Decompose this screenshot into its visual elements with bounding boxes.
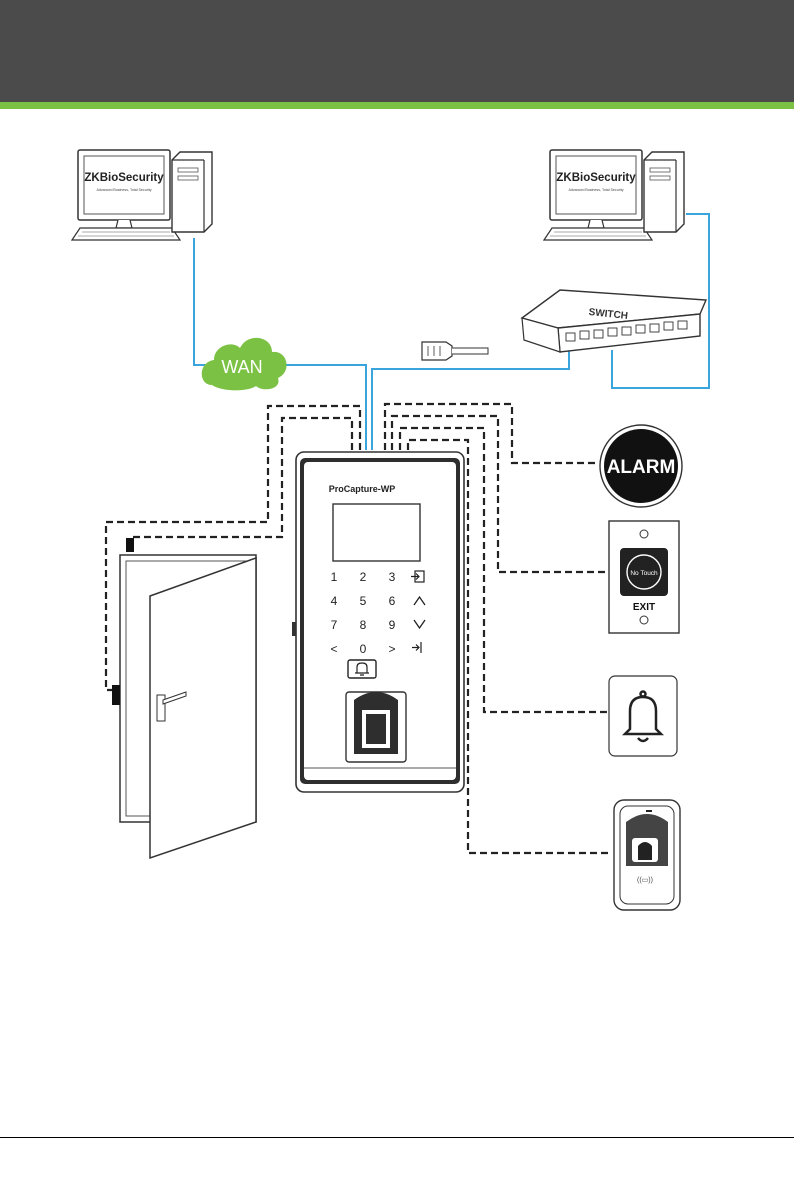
- door-handle-plate: [157, 695, 165, 721]
- left-monitor-screen: [84, 156, 164, 214]
- wan-cloud: WAN: [202, 338, 287, 391]
- keypad-key: >: [388, 642, 395, 656]
- right-monitor-screen: [556, 156, 636, 214]
- door-leaf: [150, 558, 256, 858]
- ethernet-connector-icon: [422, 342, 488, 360]
- fingerprint-sensor: [346, 692, 406, 762]
- left-tower: [172, 152, 212, 232]
- doorbell-device: [609, 676, 677, 756]
- reader-device: ((▭)): [614, 800, 680, 910]
- exit-label: EXIT: [633, 602, 655, 613]
- electric-lock-icon: [112, 685, 120, 705]
- wan-to-device-line: [282, 365, 366, 450]
- keypad-key: 5: [360, 594, 367, 608]
- keypad-key: 2: [360, 570, 367, 584]
- right-tower: [644, 152, 684, 232]
- keypad-key: 4: [331, 594, 338, 608]
- left-keyboard: [72, 228, 180, 240]
- keypad-key: 1: [331, 570, 338, 584]
- rfid-mark-icon: ((▭)): [637, 877, 653, 884]
- procapture-device: ProCapture-WP 1 2 3 4 5 6 7 8 9 < 0 >: [292, 452, 464, 792]
- right-pc-brand: ZKBioSecurity: [556, 172, 636, 184]
- exit-button-center-label: No Touch: [630, 570, 658, 577]
- keypad-key: 0: [360, 642, 367, 656]
- keypad-key: 3: [389, 570, 396, 584]
- left-pc-tagline: Advanced Business, Total Security: [96, 188, 151, 192]
- right-monitor-stand: [588, 220, 604, 228]
- bell-key: [348, 660, 376, 678]
- exit-button-device: No Touch EXIT: [609, 521, 679, 633]
- left-pc-brand: ZKBioSecurity: [84, 172, 164, 184]
- right-pc-tagline: Advanced Business, Total Security: [568, 188, 623, 192]
- doorbell-plate: [609, 676, 677, 756]
- right-pc: ZKBioSecurity Advanced Business, Total S…: [544, 150, 684, 240]
- keypad-key: 9: [389, 618, 396, 632]
- wan-label: WAN: [221, 357, 262, 377]
- keypad-key: 8: [360, 618, 367, 632]
- door: [112, 538, 256, 858]
- alarm-device: ALARM: [600, 425, 682, 507]
- door-sensor-icon: [126, 538, 134, 552]
- left-pc-to-wan-line: [194, 238, 210, 365]
- keypad-key: 7: [331, 618, 338, 632]
- right-keyboard: [544, 228, 652, 240]
- device-side-button: [292, 622, 296, 636]
- switch-to-device-line: [372, 348, 569, 450]
- left-pc: ZKBioSecurity Advanced Business, Total S…: [72, 150, 212, 240]
- keypad-key: <: [330, 642, 337, 656]
- left-monitor-stand: [116, 220, 132, 228]
- alarm-label: ALARM: [607, 457, 676, 478]
- device-screen: [333, 504, 420, 561]
- keypad-key: 6: [389, 594, 396, 608]
- network-switch: SWITCH: [522, 290, 706, 352]
- device-model-label: ProCapture-WP: [329, 484, 396, 494]
